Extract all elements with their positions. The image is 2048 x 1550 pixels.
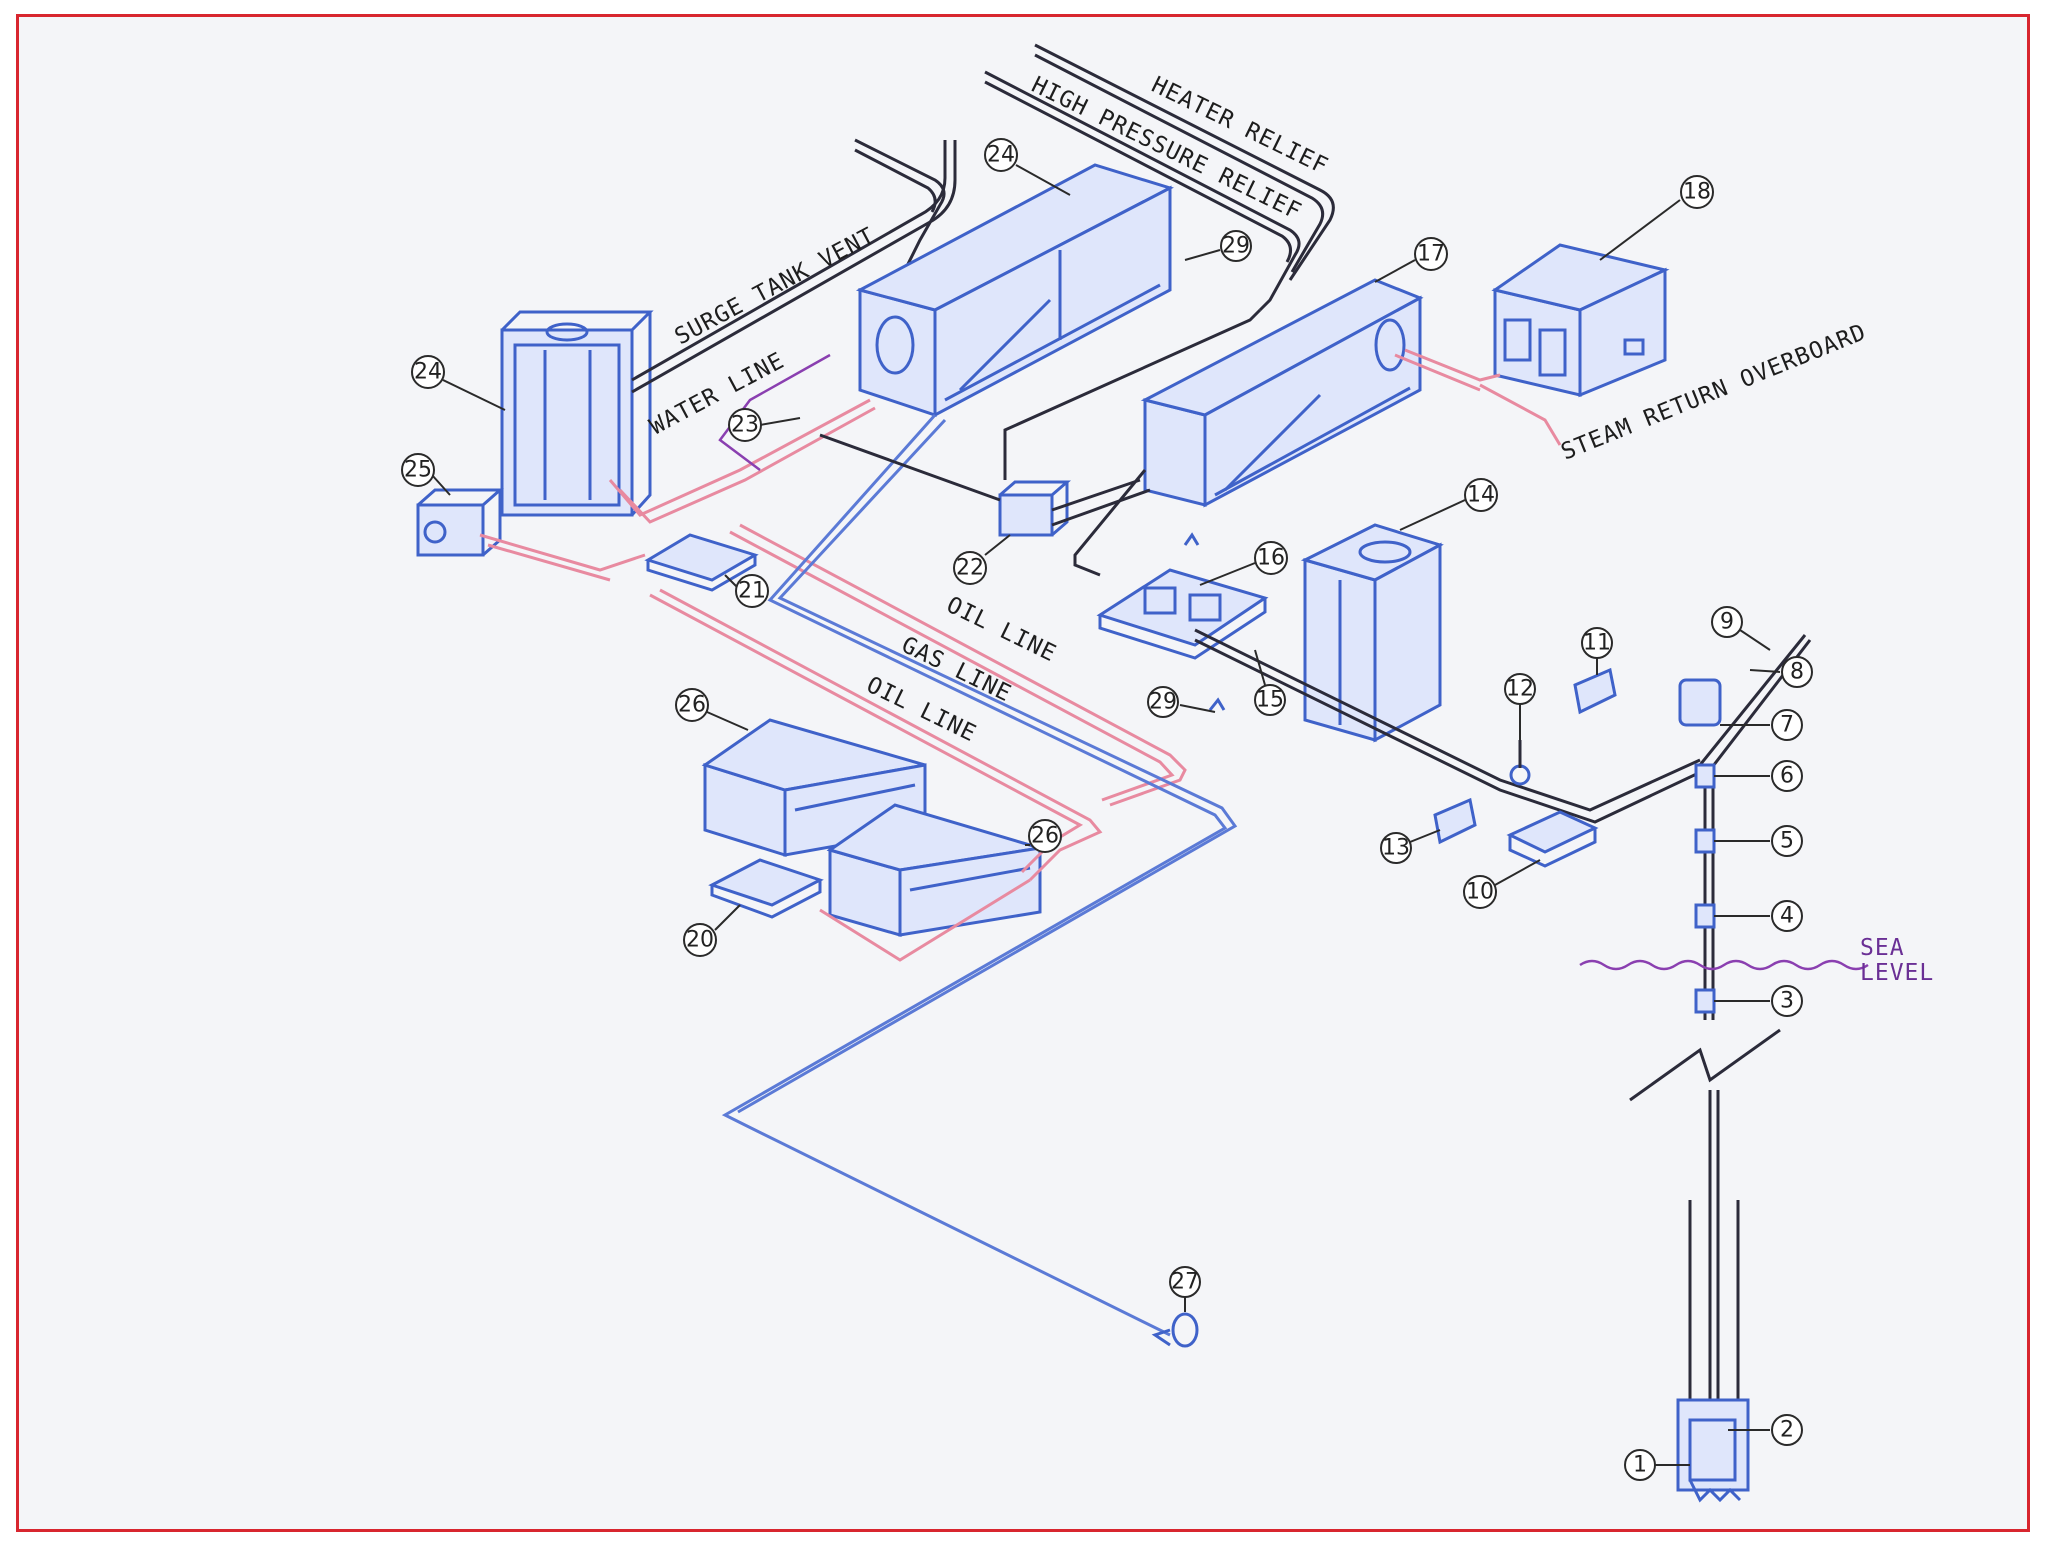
callout-7: 7 <box>1720 709 1803 741</box>
callout-13: 13 <box>1380 829 1441 864</box>
callout-26-top: 26 <box>675 688 749 731</box>
callout-24-left: 24 <box>411 355 506 411</box>
callout-12: 12 <box>1504 673 1536 740</box>
heater-17 <box>1140 278 1424 508</box>
svg-text:13: 13 <box>1382 836 1410 861</box>
skid-16 <box>1096 568 1269 660</box>
callout-29-mid: 29 <box>1147 686 1216 718</box>
svg-text:29: 29 <box>1222 234 1250 259</box>
anchor-27 <box>1151 1312 1199 1348</box>
svg-text:6: 6 <box>1780 764 1794 789</box>
callout-26-right: 26 <box>1025 819 1062 853</box>
svg-text:12: 12 <box>1506 677 1534 702</box>
callout-4: 4 <box>1714 900 1803 932</box>
callout-24-top: 24 <box>984 138 1071 196</box>
callout-21: 21 <box>724 574 769 608</box>
svg-text:11: 11 <box>1583 631 1611 656</box>
relief-vent-lines <box>854 43 1335 312</box>
svg-text:4: 4 <box>1780 904 1794 929</box>
callout-16: 16 <box>1199 541 1288 586</box>
callout-25: 25 <box>401 453 451 496</box>
label-level: LEVEL <box>1860 960 1934 986</box>
svg-text:18: 18 <box>1683 180 1711 205</box>
surge-tank-vent-line <box>631 140 947 382</box>
svg-text:14: 14 <box>1467 483 1495 508</box>
gas-line <box>721 414 1238 1337</box>
callout-2: 2 <box>1728 1414 1803 1446</box>
svg-text:27: 27 <box>1171 1270 1199 1295</box>
sea-level-line <box>1579 959 1869 971</box>
callout-5: 5 <box>1714 825 1803 857</box>
label-sea: SEA <box>1860 935 1905 961</box>
pump-25 <box>416 488 504 557</box>
callout-6: 6 <box>1714 760 1803 792</box>
svg-text:7: 7 <box>1780 713 1794 738</box>
callout-11: 11 <box>1581 627 1613 675</box>
label-surge-tank-vent: SURGE TANK VENT <box>671 223 880 351</box>
callout-15: 15 <box>1254 649 1286 716</box>
callout-3: 3 <box>1714 985 1803 1017</box>
manifold-22 <box>998 480 1072 537</box>
svg-text:1: 1 <box>1633 1453 1647 1478</box>
wellhead-stack <box>1676 678 1750 1503</box>
svg-text:29: 29 <box>1149 690 1177 715</box>
callout-18: 18 <box>1599 175 1714 261</box>
skid-21 <box>644 533 759 592</box>
svg-text:5: 5 <box>1780 829 1794 854</box>
svg-text:3: 3 <box>1780 989 1794 1014</box>
callout-27: 27 <box>1169 1266 1201 1312</box>
svg-text:9: 9 <box>1720 610 1734 635</box>
svg-text:26: 26 <box>1031 824 1059 849</box>
svg-text:23: 23 <box>731 413 759 438</box>
svg-text:8: 8 <box>1790 660 1804 685</box>
svg-text:16: 16 <box>1257 546 1285 571</box>
svg-text:25: 25 <box>404 458 432 483</box>
boiler-18 <box>1491 243 1670 398</box>
svg-text:21: 21 <box>738 579 766 604</box>
svg-text:22: 22 <box>956 556 984 581</box>
svg-text:24: 24 <box>414 360 442 385</box>
callout-9: 9 <box>1711 606 1771 651</box>
callout-14: 14 <box>1399 478 1498 531</box>
callout-8: 8 <box>1749 656 1813 688</box>
svg-text:24: 24 <box>987 143 1015 168</box>
tank-14 <box>1300 523 1444 743</box>
svg-text:26: 26 <box>678 693 706 718</box>
callout-1: 1 <box>1624 1449 1690 1481</box>
callout-10: 10 <box>1463 859 1541 909</box>
skid-20 <box>708 858 824 919</box>
small-units <box>1183 532 1617 868</box>
process-lines <box>819 308 1812 1470</box>
svg-text:15: 15 <box>1256 688 1284 713</box>
svg-text:2: 2 <box>1780 1418 1794 1443</box>
callout-17: 17 <box>1374 237 1448 283</box>
callout-20: 20 <box>683 904 741 957</box>
svg-text:20: 20 <box>686 928 714 953</box>
callout-23: 23 <box>728 408 801 442</box>
generator-26b <box>826 803 1042 937</box>
svg-text:10: 10 <box>1466 880 1494 905</box>
callout-29-top: 29 <box>1184 230 1252 262</box>
surge-tank-24 <box>500 310 654 517</box>
callout-22: 22 <box>953 534 1011 585</box>
svg-text:17: 17 <box>1417 242 1445 267</box>
heater-24 <box>855 163 1174 418</box>
